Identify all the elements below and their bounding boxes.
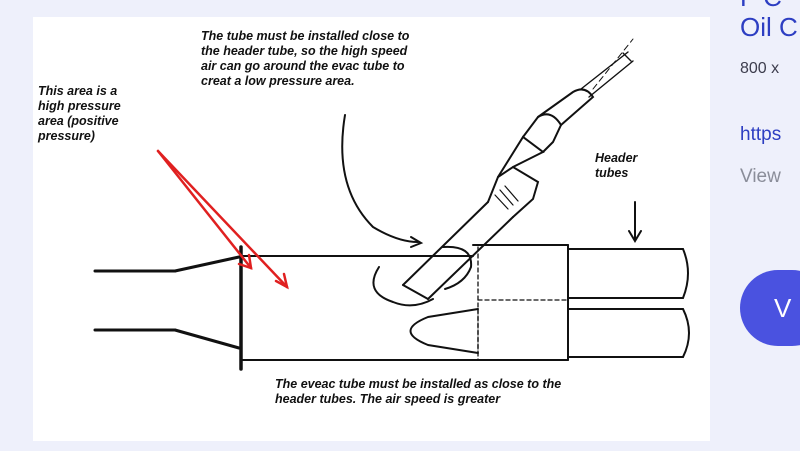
image-dimensions: 800 x (740, 60, 780, 77)
exhaust-diagram (93, 38, 690, 371)
source-link[interactable]: https (740, 124, 782, 145)
note-header-tubes: Header tubes (595, 151, 638, 180)
result-title[interactable]: Oil C (740, 12, 798, 42)
result-title-top[interactable]: F C (740, 0, 782, 13)
view-label: View (740, 166, 781, 187)
visit-button[interactable]: V (740, 270, 800, 346)
note-high-pressure: This area is a high pressure area (posit… (38, 84, 121, 143)
result-side-panel: F C Oil C 800 x https View V (740, 0, 800, 451)
result-image[interactable]: The tube must be installed close to the … (33, 17, 710, 441)
note-tube-placement: The tube must be installed close to the … (201, 29, 410, 88)
note-air-speed: The eveac tube must be installed as clos… (275, 377, 562, 406)
